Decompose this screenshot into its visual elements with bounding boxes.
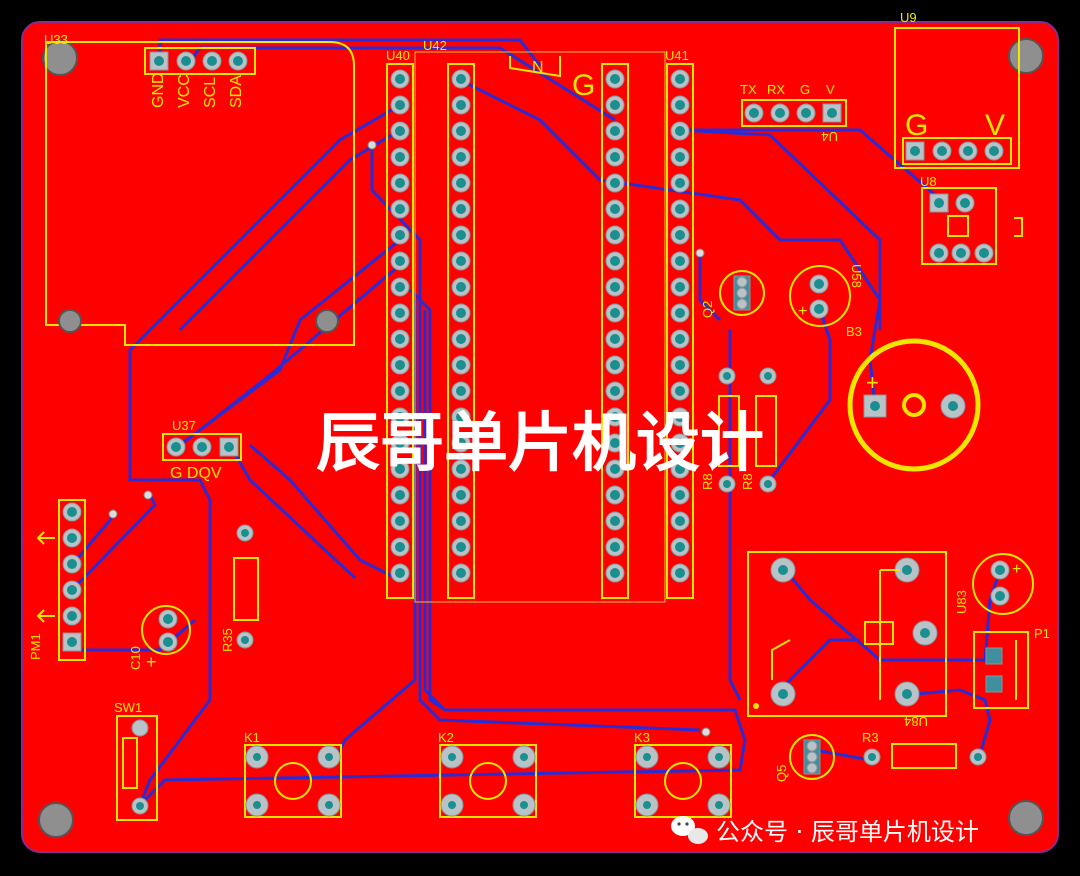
c10-label: C10	[128, 646, 143, 670]
svg-text:+: +	[1012, 561, 1021, 578]
mcu-mark: N	[532, 59, 544, 76]
connector-p1: P1	[973, 626, 1050, 709]
p1-label: P1	[1034, 626, 1050, 641]
oled-module-u33: U33 GND VCC SCL SDA	[44, 32, 355, 346]
u33-pin4-label: SDA	[228, 75, 245, 108]
header-u42	[447, 63, 475, 599]
switch-sw1: SW1	[114, 700, 158, 821]
traces	[70, 38, 1002, 807]
module-u4: U4 TX RX G V	[740, 82, 847, 144]
mcu-outline	[414, 51, 666, 603]
q5-label: Q5	[774, 765, 789, 782]
oled-pins	[149, 51, 248, 71]
r8b-label: R8	[740, 473, 755, 490]
module-u8: U8	[920, 174, 1023, 265]
k2-label: K2	[438, 730, 454, 745]
header-u41	[666, 63, 694, 599]
button-k2	[439, 744, 537, 818]
r3-label: R3	[862, 730, 879, 745]
header-inner-right	[601, 63, 629, 599]
vias	[108, 140, 711, 737]
g-mark: G	[572, 69, 595, 102]
led-u83: + U83	[954, 553, 1034, 615]
sw1-label: SW1	[114, 700, 142, 715]
transistor-q5: Q5	[774, 734, 835, 782]
u4-pin-v: V	[826, 82, 835, 97]
wechat-icon	[671, 816, 708, 844]
watermark-text: 公众号 · 辰哥单片机设计	[716, 818, 979, 846]
k1-label: K1	[244, 730, 260, 745]
banner-title: 辰哥单片机设计	[316, 407, 764, 481]
headers	[386, 63, 694, 599]
u41-label: U41	[665, 48, 689, 63]
mcu-notch	[509, 56, 561, 78]
u9-v-label: V	[985, 109, 1005, 142]
u84-label: U84	[904, 714, 928, 729]
u4-pin-g: G	[800, 82, 810, 97]
u9-g-label: G	[905, 109, 928, 142]
u9-label: U9	[900, 10, 917, 25]
u83-label: U83	[954, 590, 969, 614]
capacitor-c10: + C10	[128, 605, 191, 672]
buttons	[244, 744, 732, 818]
button-k1	[244, 744, 342, 818]
u37-pin-label: G DQV	[170, 465, 222, 482]
u8-label: U8	[920, 174, 937, 189]
u58-led: + U58	[789, 264, 864, 327]
relay-u84: U84	[747, 551, 947, 729]
u4-pin-rx: RX	[767, 82, 785, 97]
u33-pin3-label: SCL	[202, 77, 219, 108]
u42-label: U42	[423, 38, 447, 53]
b3-label: B3	[846, 324, 862, 339]
r35-label: R35	[220, 628, 235, 652]
u40-label: U40	[386, 48, 410, 63]
resistor-r35: R35	[220, 524, 259, 652]
sensor-u37: U37 G DQV	[162, 418, 242, 482]
r8a-label: R8	[700, 473, 715, 490]
u4-pin-tx: TX	[740, 82, 757, 97]
u33-label: U33	[44, 32, 68, 47]
connector-pm1: PM1	[28, 499, 86, 661]
pm1-label: PM1	[28, 633, 43, 660]
k3-label: K3	[634, 730, 650, 745]
header-u40	[386, 63, 414, 599]
svg-text:+: +	[866, 370, 879, 395]
module-u9: U9 G V	[894, 10, 1020, 169]
u33-pin2-label: VCC	[176, 74, 193, 108]
q2-label: Q2	[700, 301, 715, 318]
svg-text:+: +	[798, 303, 807, 320]
resistors-r8: R8 R8	[700, 367, 777, 493]
u37-label: U37	[172, 418, 196, 433]
u4-label: U4	[821, 129, 838, 144]
u58-label: U58	[849, 264, 864, 288]
u33-pin1-label: GND	[150, 72, 167, 108]
svg-text:+: +	[146, 652, 157, 672]
resistor-r3: R3	[862, 730, 987, 769]
mounting-holes	[38, 38, 1044, 838]
watermark: 公众号 · 辰哥单片机设计	[671, 816, 979, 846]
q2-transistor: Q2	[700, 270, 765, 318]
buzzer-b3: +	[847, 338, 981, 472]
